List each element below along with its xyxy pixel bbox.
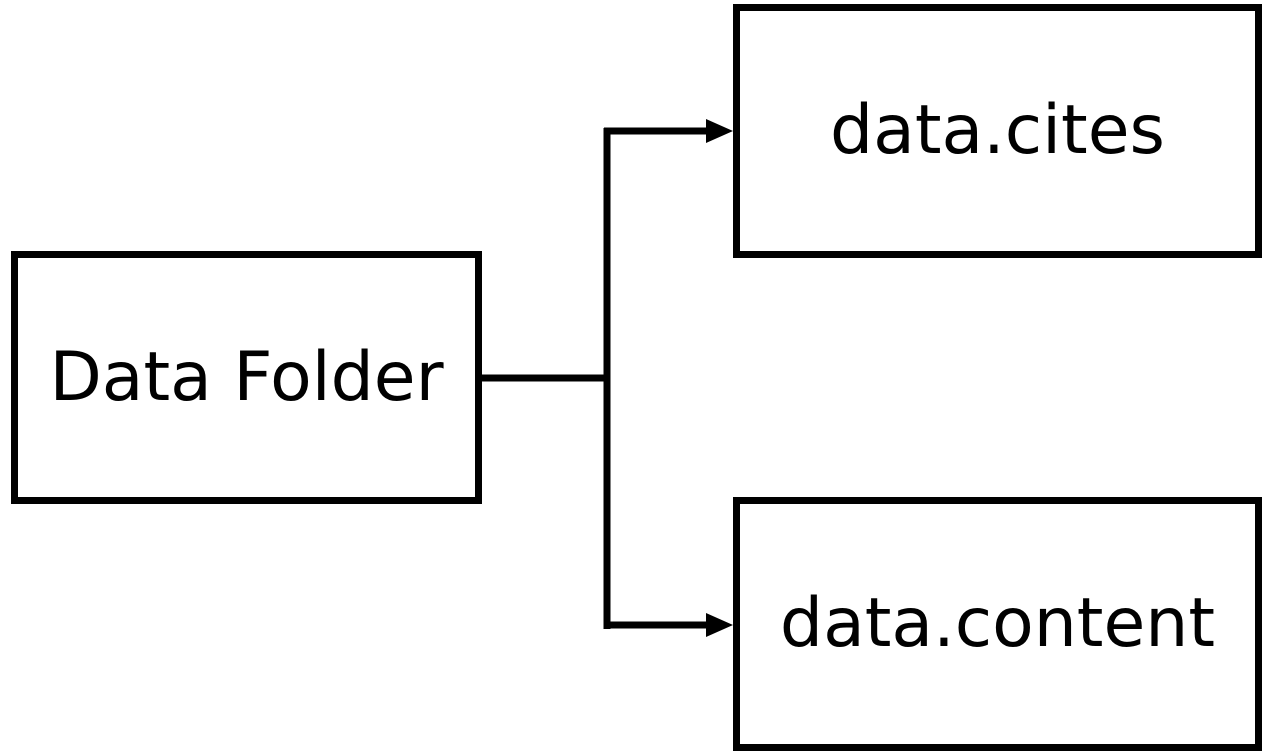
node-data-folder: Data Folder bbox=[11, 251, 482, 504]
node-data-content: data.content bbox=[733, 497, 1262, 751]
node-label: Data Folder bbox=[49, 337, 444, 417]
arrowhead-to-data-cites bbox=[706, 119, 733, 143]
node-label: data.cites bbox=[830, 91, 1165, 170]
arrowhead-to-data-content bbox=[706, 613, 733, 637]
node-data-cites: data.cites bbox=[733, 4, 1262, 258]
node-label: data.content bbox=[779, 584, 1216, 663]
